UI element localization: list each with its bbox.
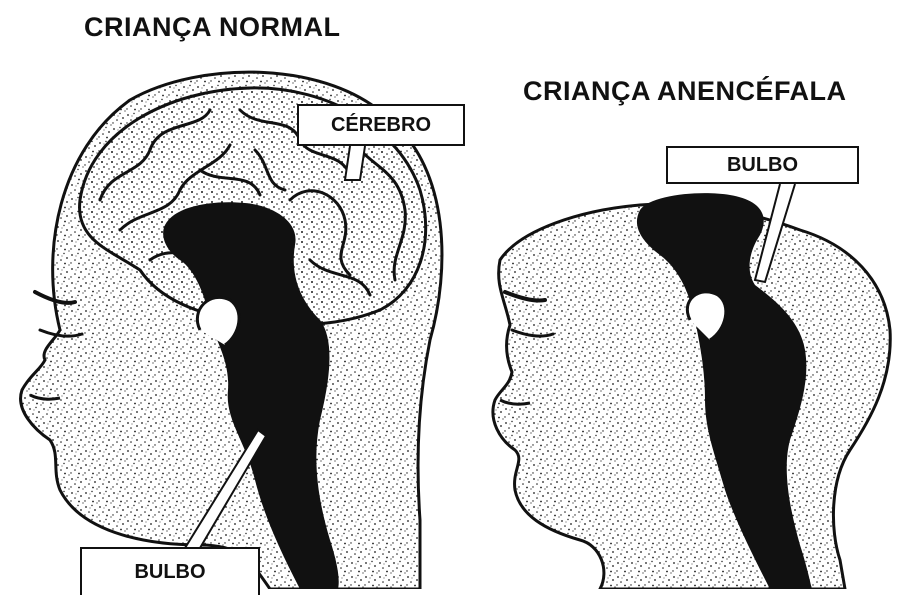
title-normal-child: CRIANÇA NORMAL bbox=[84, 12, 340, 43]
normal-child-head bbox=[21, 72, 442, 589]
anencephalic-child-head bbox=[493, 184, 890, 589]
title-anencephalic-child: CRIANÇA ANENCÉFALA bbox=[523, 76, 847, 107]
label-cerebro: CÉREBRO bbox=[297, 104, 465, 146]
label-bulbo-anencephalic: BULBO bbox=[666, 146, 859, 184]
label-bulbo-normal: BULBO bbox=[80, 547, 260, 595]
